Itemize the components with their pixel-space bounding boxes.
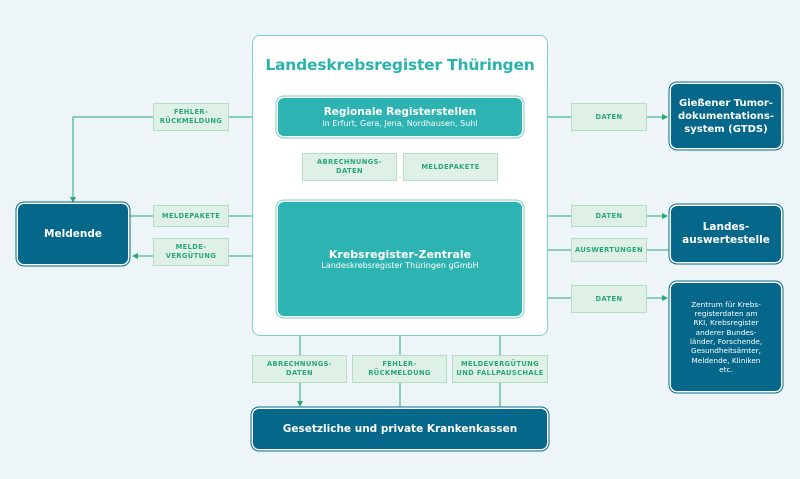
label-meldeverguetung-bottom: MELDEVERGÜTUNG UND FALLPAUSCHALE [452,355,548,383]
node-landesauswertestelle[interactable]: Landes- auswertestelle [671,206,781,262]
node-zentrum-krebsregisterdaten[interactable]: Zentrum für Krebs- registerdaten am RKI,… [671,283,781,391]
node-krebsregister-zentrale[interactable]: Krebsregister-Zentrale Landeskrebsregist… [278,202,522,316]
label-abrechnungsdaten-mid: ABRECHNUNGS- DATEN [302,153,397,181]
node-title: Regionale Registerstellen [323,105,477,118]
label-abrechnungsdaten-bottom: ABRECHNUNGS- DATEN [252,355,347,383]
node-meldende[interactable]: Meldende [18,204,128,264]
label-meldepakete-mid: MELDEPAKETE [403,153,498,181]
node-title: Krebsregister-Zentrale [328,247,472,261]
node-regionale-registerstellen[interactable]: Regionale Registerstellen in Erfurt, Ger… [278,98,522,136]
label-meldepakete-left: MELDEPAKETE [153,205,229,227]
registry-title: Landeskrebsregister Thüringen [265,56,535,74]
label-auswertungen: AUSWERTUNGEN [571,238,647,262]
node-title: Gießener Tumor- dokumentations- system (… [678,97,774,135]
label-daten-landes: DATEN [571,205,647,227]
label-daten-gtds: DATEN [571,103,647,131]
label-fehler-rueckmeldung-left: FEHLER- RÜCKMELDUNG [153,103,229,131]
node-title: Gesetzliche und private Krankenkassen [282,422,518,435]
node-title: Landes- auswertestelle [682,221,770,246]
label-daten-zentrum: DATEN [571,285,647,313]
node-subtitle: in Erfurt, Gera, Jena, Nordhausen, Suhl [322,118,478,128]
label-fehler-rueckmeldung-bottom: FEHLER- RÜCKMELDUNG [352,355,447,383]
node-krankenkassen[interactable]: Gesetzliche und private Krankenkassen [253,409,547,449]
label-meldeverguetung-left: MELDE- VERGÜTUNG [153,238,229,266]
node-subtitle: Landeskrebsregister Thüringen gGmbH [321,260,479,270]
node-title: Meldende [44,227,102,240]
node-title: Zentrum für Krebs- registerdaten am RKI,… [689,299,763,374]
node-gtds[interactable]: Gießener Tumor- dokumentations- system (… [671,84,781,148]
